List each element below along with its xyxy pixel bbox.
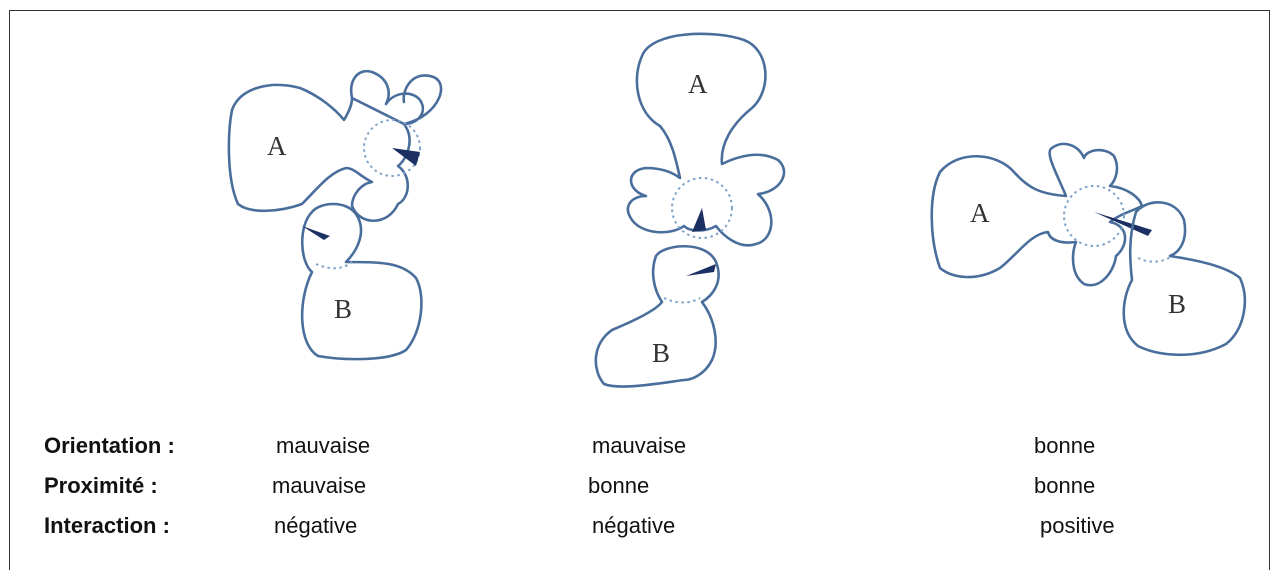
- row-orientation: Orientation : mauvaise mauvaise bonne: [0, 433, 1272, 463]
- diagram-2: A B: [596, 34, 784, 387]
- binding-site-b-3: [1138, 256, 1172, 262]
- molecule-a-outline-1: [229, 71, 441, 221]
- proximite-value-3: bonne: [1034, 473, 1095, 499]
- molecule-b-label-1: B: [334, 294, 352, 324]
- orientation-marker-a-2: [692, 208, 706, 232]
- binding-site-a-3: [1064, 186, 1124, 246]
- orientation-value-1: mauvaise: [276, 433, 370, 459]
- proximite-value-1: mauvaise: [272, 473, 366, 499]
- orientation-value-2: mauvaise: [592, 433, 686, 459]
- interaction-value-3: positive: [1040, 513, 1115, 539]
- molecule-a-label-2: A: [688, 69, 708, 99]
- molecule-a-outline-3: [932, 144, 1142, 285]
- orientation-marker-b-2: [686, 264, 716, 276]
- orientation-value-3: bonne: [1034, 433, 1095, 459]
- row-header-interaction: Interaction :: [44, 513, 170, 539]
- interaction-value-1: négative: [274, 513, 357, 539]
- molecule-b-label-2: B: [652, 338, 670, 368]
- row-header-orientation: Orientation :: [44, 433, 175, 459]
- proximite-value-2: bonne: [588, 473, 649, 499]
- row-interaction: Interaction : négative négative positive: [0, 513, 1272, 543]
- row-header-proximite: Proximité :: [44, 473, 158, 499]
- molecule-b-label-3: B: [1168, 289, 1186, 319]
- molecule-b-outline-1: [302, 204, 421, 359]
- binding-site-b-2: [664, 298, 700, 303]
- molecule-diagrams: A B A B A B: [0, 0, 1272, 440]
- molecule-b-outline-3: [1124, 202, 1245, 354]
- orientation-marker-b-1: [302, 226, 330, 240]
- orientation-marker-a-1: [392, 148, 420, 166]
- diagram-3: A B: [932, 144, 1245, 355]
- diagram-1: A B: [229, 71, 441, 359]
- interaction-value-2: négative: [592, 513, 675, 539]
- row-proximite: Proximité : mauvaise bonne bonne: [0, 473, 1272, 503]
- molecule-a-outline-2: [628, 34, 784, 246]
- molecule-a-label-1: A: [267, 131, 287, 161]
- molecule-a-label-3: A: [970, 198, 990, 228]
